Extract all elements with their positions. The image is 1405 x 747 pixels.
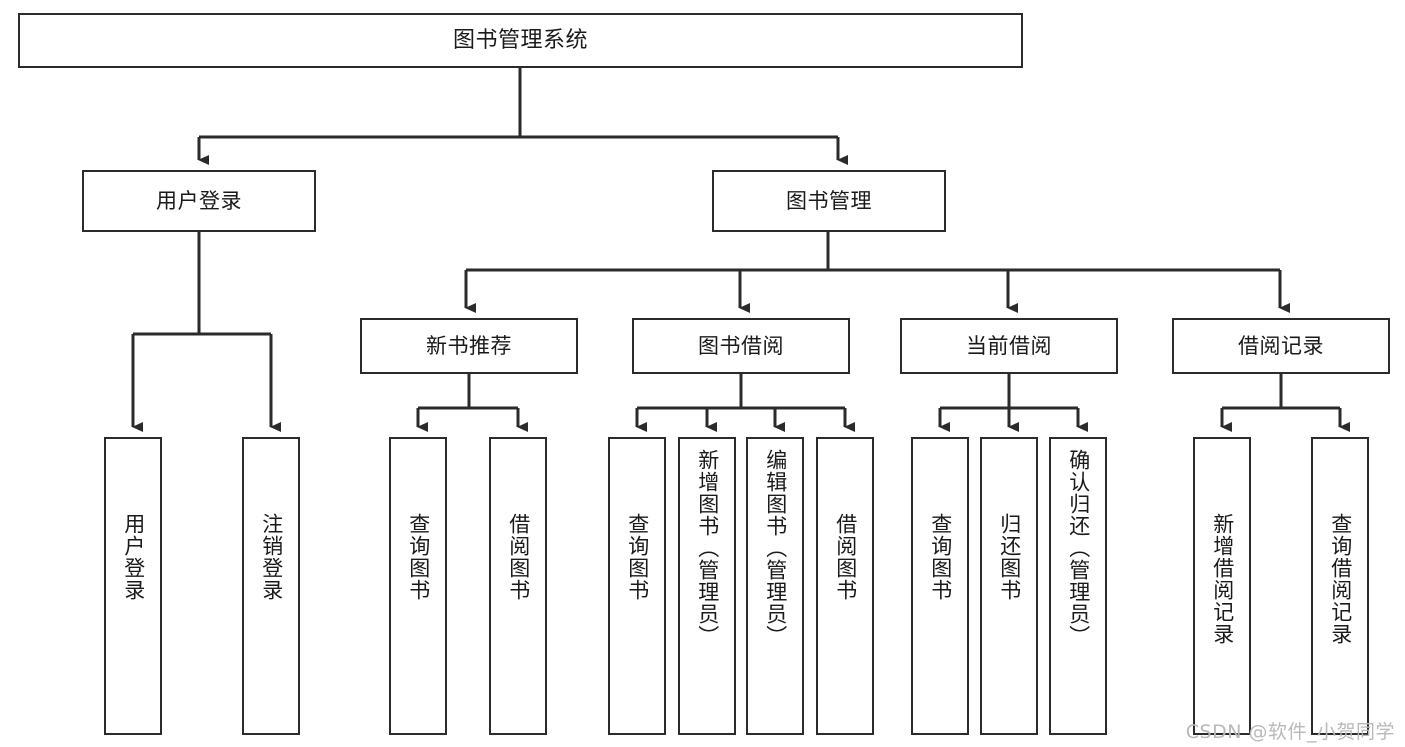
node-label: 查询图书 [625,513,650,601]
node-label: 查询图书 [406,513,431,601]
leaf-user-logout[interactable]: 注销登录 [242,437,300,735]
node-label: 用户登录 [121,513,146,601]
leaf-add-borrow-record[interactable]: 新增借阅记录 [1193,437,1251,735]
leaf-query-books-recommend[interactable]: 查询图书 [389,437,447,735]
node-label: 确认归还（管理员） [1066,449,1091,647]
node-borrow-record[interactable]: 借阅记录 [1172,318,1390,374]
leaf-add-book-admin[interactable]: 新增图书（管理员） [678,437,736,735]
node-label: 用户登录 [156,188,242,213]
node-label: 图书管理 [786,188,872,213]
leaf-user-login[interactable]: 用户登录 [104,437,162,735]
leaf-query-books-borrow[interactable]: 查询图书 [608,437,666,735]
leaf-edit-book-admin[interactable]: 编辑图书（管理员） [746,437,804,735]
leaf-borrow-books-recommend[interactable]: 借阅图书 [489,437,547,735]
node-label: 图书管理系统 [452,27,588,53]
leaf-query-books-current[interactable]: 查询图书 [911,437,969,735]
node-book-borrow[interactable]: 图书借阅 [632,318,850,374]
watermark-label: CSDN @软件_小贺同学 [1185,721,1395,743]
node-label: 图书借阅 [698,333,784,358]
node-label: 查询图书 [928,513,953,601]
leaf-confirm-return-admin[interactable]: 确认归还（管理员） [1049,437,1107,735]
node-label: 查询借阅记录 [1328,513,1353,645]
node-current-borrow[interactable]: 当前借阅 [900,318,1118,374]
leaf-borrow-books[interactable]: 借阅图书 [816,437,874,735]
node-new-book-recommend[interactable]: 新书推荐 [360,318,578,374]
node-label: 借阅图书 [833,513,858,601]
node-book-management[interactable]: 图书管理 [712,170,946,232]
node-label: 注销登录 [259,513,284,601]
node-root-book-management-system[interactable]: 图书管理系统 [18,13,1023,68]
node-label: 新增借阅记录 [1210,513,1235,645]
node-user-login[interactable]: 用户登录 [82,170,316,232]
node-label: 归还图书 [997,513,1022,601]
node-label: 新书推荐 [426,333,512,358]
node-label: 借阅记录 [1238,333,1324,358]
node-label: 新增图书（管理员） [695,449,720,647]
node-label: 编辑图书（管理员） [763,449,788,647]
leaf-query-borrow-record[interactable]: 查询借阅记录 [1311,437,1369,735]
node-label: 当前借阅 [966,333,1052,358]
leaf-return-books[interactable]: 归还图书 [980,437,1038,735]
node-label: 借阅图书 [506,513,531,601]
